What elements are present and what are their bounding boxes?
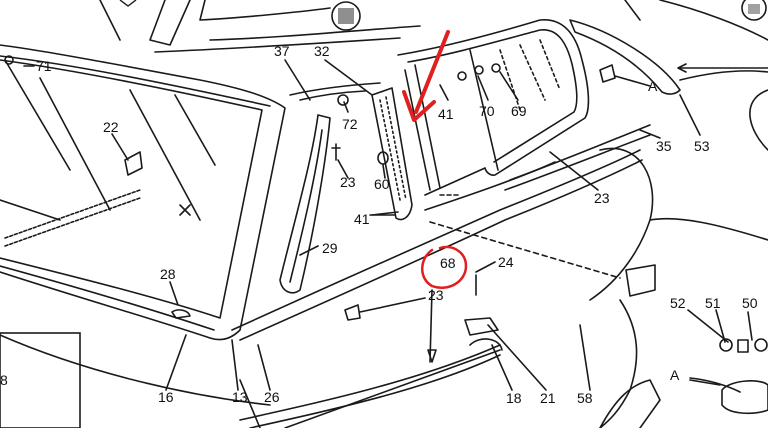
part-label-35: 35 bbox=[656, 138, 672, 154]
red-circle-annotation bbox=[421, 245, 468, 289]
windshield-glass bbox=[0, 59, 263, 319]
part-label-70: 70 bbox=[479, 103, 495, 119]
part-label-23-door: 23 bbox=[428, 287, 444, 303]
part-label-24: 24 bbox=[498, 254, 514, 270]
part-label-53: 53 bbox=[694, 138, 710, 154]
part-label-13: 13 bbox=[232, 389, 248, 405]
part-label-69: 69 bbox=[511, 103, 527, 119]
part-label-72: 72 bbox=[342, 116, 358, 132]
rear-window-frame bbox=[397, 19, 590, 196]
part-label-60: 60 bbox=[374, 176, 390, 192]
part-label-51: 51 bbox=[705, 295, 721, 311]
part-label-23-belt: 23 bbox=[594, 190, 610, 206]
part-label-37: 37 bbox=[274, 43, 290, 59]
inset-box bbox=[0, 332, 81, 428]
part-label-32: 32 bbox=[314, 43, 330, 59]
part-label-23-pillar: 23 bbox=[340, 174, 356, 190]
part-label-29: 29 bbox=[322, 240, 338, 256]
windshield-frame bbox=[0, 44, 286, 341]
part-label-8: 8 bbox=[0, 372, 8, 388]
part-label-18: 18 bbox=[506, 390, 522, 406]
part-label-50: 50 bbox=[742, 295, 758, 311]
part-label-52: 52 bbox=[670, 295, 686, 311]
part-label-41-top: 41 bbox=[438, 106, 454, 122]
part-label-41-lower: 41 bbox=[354, 211, 370, 227]
part-label-a-lower: A bbox=[670, 367, 680, 383]
detail-circle bbox=[331, 1, 361, 31]
part-label-16: 16 bbox=[158, 389, 174, 405]
a-pillar-trim bbox=[279, 114, 331, 294]
part-label-71: 71 bbox=[36, 58, 52, 74]
part-label-26: 26 bbox=[264, 389, 280, 405]
part-label-22: 22 bbox=[103, 119, 119, 135]
part-label-21: 21 bbox=[540, 390, 556, 406]
b-pillar-molding bbox=[371, 87, 413, 221]
part-label-58: 58 bbox=[577, 390, 593, 406]
red-arrow-annotation bbox=[402, 30, 450, 122]
part-label-28: 28 bbox=[160, 266, 176, 282]
part-label-a-upper: A bbox=[648, 78, 658, 94]
part-label-68: 68 bbox=[440, 255, 456, 271]
